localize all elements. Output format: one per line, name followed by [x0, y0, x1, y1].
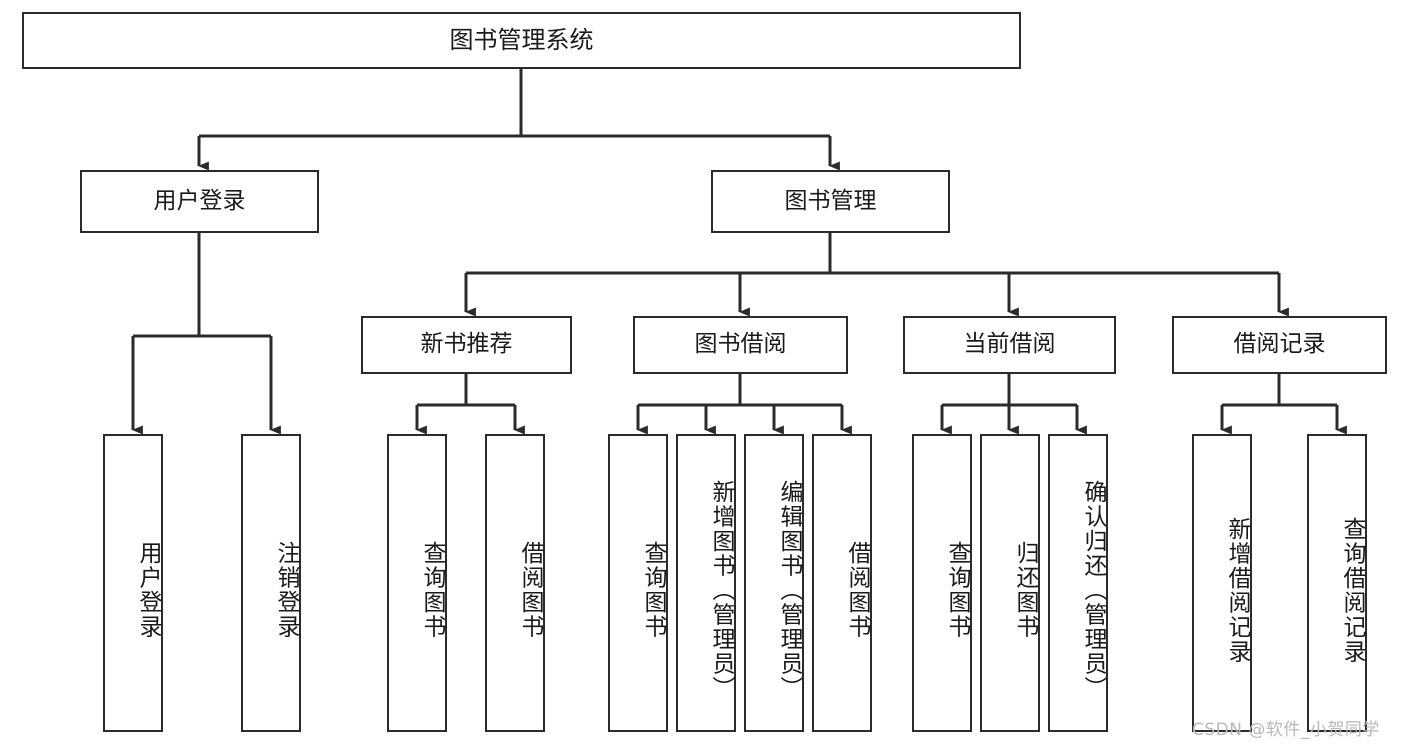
node-label: 图书管理系统 [449, 26, 594, 55]
leaf-book-borrow-query-book[interactable]: 查询图书 [608, 434, 668, 732]
leaf-new-book-query-book[interactable]: 查询图书 [387, 434, 447, 732]
leaf-borrow-record-add-record[interactable]: 新增借阅记录 [1192, 434, 1252, 732]
node-current-borrow[interactable]: 当前借阅 [903, 316, 1116, 374]
leaf-book-borrow-add-book-admin[interactable]: 新增图书（管理员） [676, 434, 736, 732]
node-label: 新书推荐 [420, 331, 513, 358]
node-label: 新增图书（管理员） [708, 479, 734, 701]
leaf-book-borrow-edit-book-admin[interactable]: 编辑图书（管理员） [744, 434, 804, 732]
node-label: 新增借阅记录 [1224, 516, 1250, 664]
node-label: 图书借阅 [694, 331, 787, 358]
node-book-borrow[interactable]: 图书借阅 [633, 316, 848, 374]
node-label: 确认归还（管理员） [1080, 479, 1106, 701]
leaf-user-login-login[interactable]: 用户登录 [103, 434, 163, 732]
leaf-current-borrow-return-book[interactable]: 归还图书 [980, 434, 1040, 732]
node-user-login[interactable]: 用户登录 [80, 170, 319, 233]
node-label: 当前借阅 [963, 331, 1056, 358]
node-label: 注销登录 [273, 541, 299, 639]
node-label: 编辑图书（管理员） [776, 479, 802, 701]
leaf-user-login-logout[interactable]: 注销登录 [241, 434, 301, 732]
leaf-book-borrow-borrow-book[interactable]: 借阅图书 [812, 434, 872, 732]
node-label: 查询借阅记录 [1339, 516, 1365, 664]
node-label: 查询图书 [944, 541, 970, 639]
node-label: 查询图书 [419, 541, 445, 639]
watermark-text: CSDN @软件_小贺同学 [1192, 720, 1380, 740]
node-label: 用户登录 [135, 541, 161, 639]
leaf-current-borrow-query-book[interactable]: 查询图书 [912, 434, 972, 732]
node-label: 借阅图书 [844, 541, 870, 639]
node-root-book-management-system[interactable]: 图书管理系统 [22, 12, 1021, 69]
leaf-borrow-record-query-record[interactable]: 查询借阅记录 [1307, 434, 1367, 732]
node-label: 用户登录 [153, 187, 246, 214]
leaf-current-borrow-confirm-return-admin[interactable]: 确认归还（管理员） [1048, 434, 1108, 732]
node-new-book-recommend[interactable]: 新书推荐 [361, 316, 572, 374]
node-book-management[interactable]: 图书管理 [711, 170, 950, 233]
node-borrow-record[interactable]: 借阅记录 [1172, 316, 1387, 374]
node-label: 查询图书 [640, 541, 666, 639]
node-label: 借阅图书 [517, 541, 543, 639]
leaf-new-book-borrow-book[interactable]: 借阅图书 [485, 434, 545, 732]
node-label: 图书管理 [784, 187, 877, 214]
node-label: 借阅记录 [1233, 331, 1326, 358]
node-label: 归还图书 [1012, 541, 1038, 639]
